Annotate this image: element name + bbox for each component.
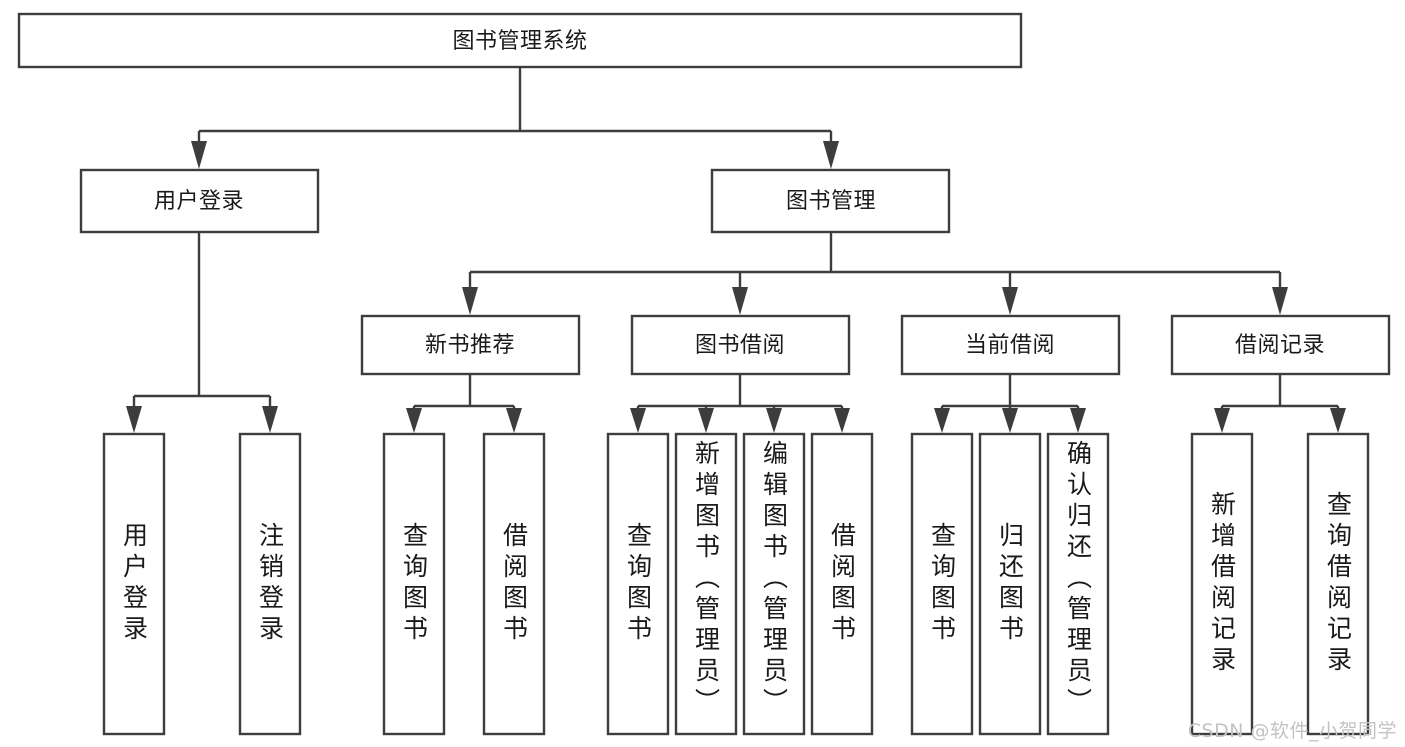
node-new-book-recommend-box[interactable]	[360, 314, 581, 376]
connector-root-to-level1	[191, 67, 839, 169]
connector-new-book-recommend-to-leaves	[406, 374, 522, 433]
node-root-label: 图书管理系统	[452, 29, 587, 54]
arrowhead-leaf-user-login	[126, 406, 142, 433]
arrowhead-current-borrow	[1002, 287, 1018, 315]
connector-book-management-to-level2	[462, 232, 1288, 315]
arrowhead-book-management	[823, 141, 839, 169]
node-book-borrow-label: 图书借阅	[695, 333, 785, 358]
arrowhead-borrow-record	[1272, 287, 1288, 315]
arrowhead-user-login	[191, 141, 207, 169]
leaf-box-add-book[interactable]	[674, 432, 738, 736]
node-book-management[interactable]: 图书管理	[710, 168, 951, 234]
connector-borrow-record-to-leaves	[1214, 374, 1346, 433]
arrowhead-new-book-recommend	[462, 287, 478, 315]
leaf-box-confirm-return[interactable]	[1046, 432, 1110, 736]
leaf-box-query-record[interactable]	[1306, 432, 1370, 736]
connector-book-borrow-to-leaves	[630, 374, 850, 433]
arrowhead-leaf-confirm-return	[1070, 408, 1086, 433]
connector-current-borrow-to-leaves	[934, 374, 1086, 433]
node-book-management-box[interactable]	[710, 168, 951, 234]
arrowhead-leaf-borrow-book-2	[834, 408, 850, 433]
node-book-borrow[interactable]: 图书借阅	[630, 314, 851, 376]
node-book-management-label: 图书管理	[786, 189, 876, 214]
node-new-book-recommend[interactable]: 新书推荐	[360, 314, 581, 376]
leaf-box-query-book-2[interactable]	[606, 432, 670, 736]
arrowhead-leaf-borrow-book-1	[506, 408, 522, 433]
leaf-box-user-logout[interactable]	[238, 432, 302, 736]
leaf-box-edit-book[interactable]	[742, 432, 806, 736]
leaf-box-query-book-3[interactable]	[910, 432, 974, 736]
arrowhead-leaf-add-book	[698, 408, 714, 433]
connector-user-login-to-leaves	[126, 232, 278, 433]
arrowhead-leaf-query-book-3	[934, 408, 950, 433]
arrowhead-leaf-user-logout	[262, 406, 278, 433]
node-user-login-label: 用户登录	[154, 189, 244, 214]
arrowhead-leaf-add-record	[1214, 408, 1230, 433]
node-borrow-record[interactable]: 借阅记录	[1170, 314, 1391, 376]
leaf-box-borrow-book-1[interactable]	[482, 432, 546, 736]
arrowhead-leaf-edit-book	[766, 408, 782, 433]
node-borrow-record-label: 借阅记录	[1235, 333, 1325, 358]
arrowhead-leaf-query-book-2	[630, 408, 646, 433]
leaf-box-return-book[interactable]	[978, 432, 1042, 736]
node-current-borrow-box[interactable]	[900, 314, 1121, 376]
arrowhead-book-borrow	[732, 287, 748, 315]
node-current-borrow-label: 当前借阅	[965, 333, 1055, 358]
leaf-box-add-record[interactable]	[1190, 432, 1254, 736]
arrowhead-leaf-query-record	[1330, 408, 1346, 433]
leaf-box-borrow-book-2[interactable]	[810, 432, 874, 736]
arrowhead-leaf-return-book	[1002, 408, 1018, 433]
node-current-borrow[interactable]: 当前借阅	[900, 314, 1121, 376]
arrowhead-leaf-query-book-1	[406, 408, 422, 433]
node-borrow-record-box[interactable]	[1170, 314, 1391, 376]
leaf-box-user-login[interactable]	[102, 432, 166, 736]
leaf-box-query-book-1[interactable]	[382, 432, 446, 736]
node-root[interactable]: 图书管理系统	[17, 12, 1023, 69]
node-user-login[interactable]: 用户登录	[79, 168, 320, 234]
node-book-borrow-box[interactable]	[630, 314, 851, 376]
watermark-text: CSDN @软件_小贺同学	[1187, 720, 1397, 742]
node-root-box[interactable]	[17, 12, 1023, 69]
node-new-book-recommend-label: 新书推荐	[425, 333, 515, 358]
